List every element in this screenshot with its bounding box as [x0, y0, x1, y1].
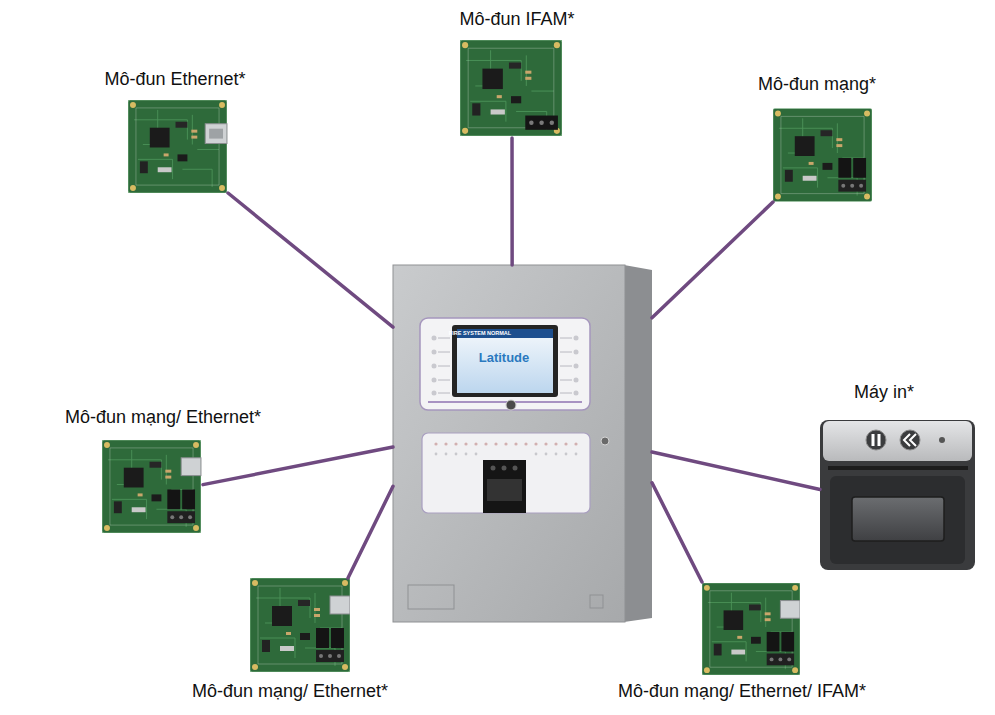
printer-illustration [820, 420, 975, 570]
control-panel [601, 437, 609, 445]
screen-logo: Latitude [479, 351, 530, 365]
circuit-boards [702, 583, 800, 675]
control-panel [455, 453, 458, 456]
control-panel [575, 453, 578, 456]
control-panel [504, 442, 507, 445]
control-panel [465, 453, 468, 456]
connector-line [652, 202, 773, 318]
control-panel [491, 466, 496, 471]
module-node: Mô-đun IFAM* [460, 38, 562, 138]
control-panel [506, 400, 516, 410]
connector-line [203, 447, 393, 485]
control-panel [590, 595, 603, 608]
printer-illustration [866, 430, 886, 450]
module-node: Mô-đun mạng/ Ethernet/ IFAM* [702, 582, 800, 676]
printer-illustration [878, 434, 881, 446]
control-panel [524, 442, 527, 445]
circuit-boards [128, 100, 227, 193]
printer-node: Máy in* [820, 418, 975, 570]
control-panel [513, 466, 518, 471]
control-panel [502, 466, 507, 471]
control-panel [435, 453, 578, 456]
control-panel [422, 433, 590, 513]
module-label: Mô-đun IFAM* [459, 10, 574, 30]
control-panel [484, 442, 487, 445]
control-panel [434, 442, 577, 445]
control-panel [555, 453, 558, 456]
control-panel [457, 329, 553, 393]
control-panel [564, 442, 567, 445]
control-panel [494, 442, 497, 445]
module-label: Mô-đun mạng/ Ethernet* [192, 682, 388, 702]
control-panel [560, 338, 572, 393]
circuit-boards [250, 578, 350, 672]
control-panel [408, 585, 454, 609]
control-panel [438, 338, 450, 393]
connector-line [228, 193, 393, 327]
control-panel [454, 442, 457, 445]
module-node: Mô-đun mạng* [773, 108, 872, 202]
control-panel [544, 442, 547, 445]
module-node: Mô-đun mạng/ Ethernet* [100, 440, 203, 533]
control-panel [574, 336, 579, 341]
control-panel [545, 453, 548, 456]
control-panel [432, 336, 437, 341]
control-panel [434, 442, 437, 445]
module-node: Mô-đun mạng/ Ethernet* [250, 578, 350, 672]
module-label: Mô-đun Ethernet* [104, 70, 245, 90]
control-panel [574, 442, 577, 445]
printer-illustration [900, 430, 920, 450]
printer-illustration [904, 434, 916, 446]
module-node: Mô-đun Ethernet* [127, 100, 228, 193]
printer-illustration [852, 497, 944, 541]
printer-illustration [823, 421, 972, 461]
control-panel [464, 442, 467, 445]
control-panel [475, 453, 478, 456]
control-panel [483, 460, 526, 513]
control-panel [444, 442, 447, 445]
circuit-boards [102, 40, 872, 675]
control-panel [445, 453, 448, 456]
printer-illustration [828, 466, 968, 470]
control-panel-node: FIRE SYSTEM NORMAL Latitude [393, 265, 652, 622]
control-panel [554, 442, 557, 445]
control-panel [535, 453, 538, 456]
control-panel [393, 265, 652, 622]
connector-line [652, 452, 820, 489]
circuit-boards [460, 40, 562, 136]
screen-status: FIRE SYSTEM NORMAL [449, 330, 511, 336]
control-panel [574, 378, 579, 383]
control-panel [514, 442, 517, 445]
control-panel [432, 350, 437, 355]
control-panel [487, 479, 522, 501]
printer-illustration [820, 420, 975, 570]
printer-label: Máy in* [854, 383, 914, 403]
module-label: Mô-đun mạng/ Ethernet* [65, 408, 261, 428]
control-panel [565, 453, 568, 456]
control-panel [474, 442, 477, 445]
control-panel [432, 364, 437, 369]
control-panel [574, 350, 579, 355]
connector-line [652, 483, 702, 582]
control-panel [534, 442, 537, 445]
control-panel [624, 265, 652, 622]
control-panel [574, 364, 579, 369]
control-panel [432, 391, 437, 396]
module-label: Mô-đun mạng* [758, 75, 876, 95]
circuit-boards [773, 108, 872, 201]
circuit-boards [102, 440, 201, 533]
control-panel [432, 378, 437, 383]
printer-illustration [872, 434, 875, 446]
connector-line [348, 486, 393, 578]
control-panel [435, 453, 438, 456]
printer-illustration [939, 437, 945, 443]
control-panel [574, 391, 579, 396]
module-label: Mô-đun mạng/ Ethernet/ IFAM* [618, 682, 866, 702]
control-panel [428, 401, 582, 403]
printer-illustration [830, 476, 965, 564]
connector-line [510, 138, 514, 265]
control-panel [420, 318, 590, 410]
control-panel [393, 265, 625, 622]
